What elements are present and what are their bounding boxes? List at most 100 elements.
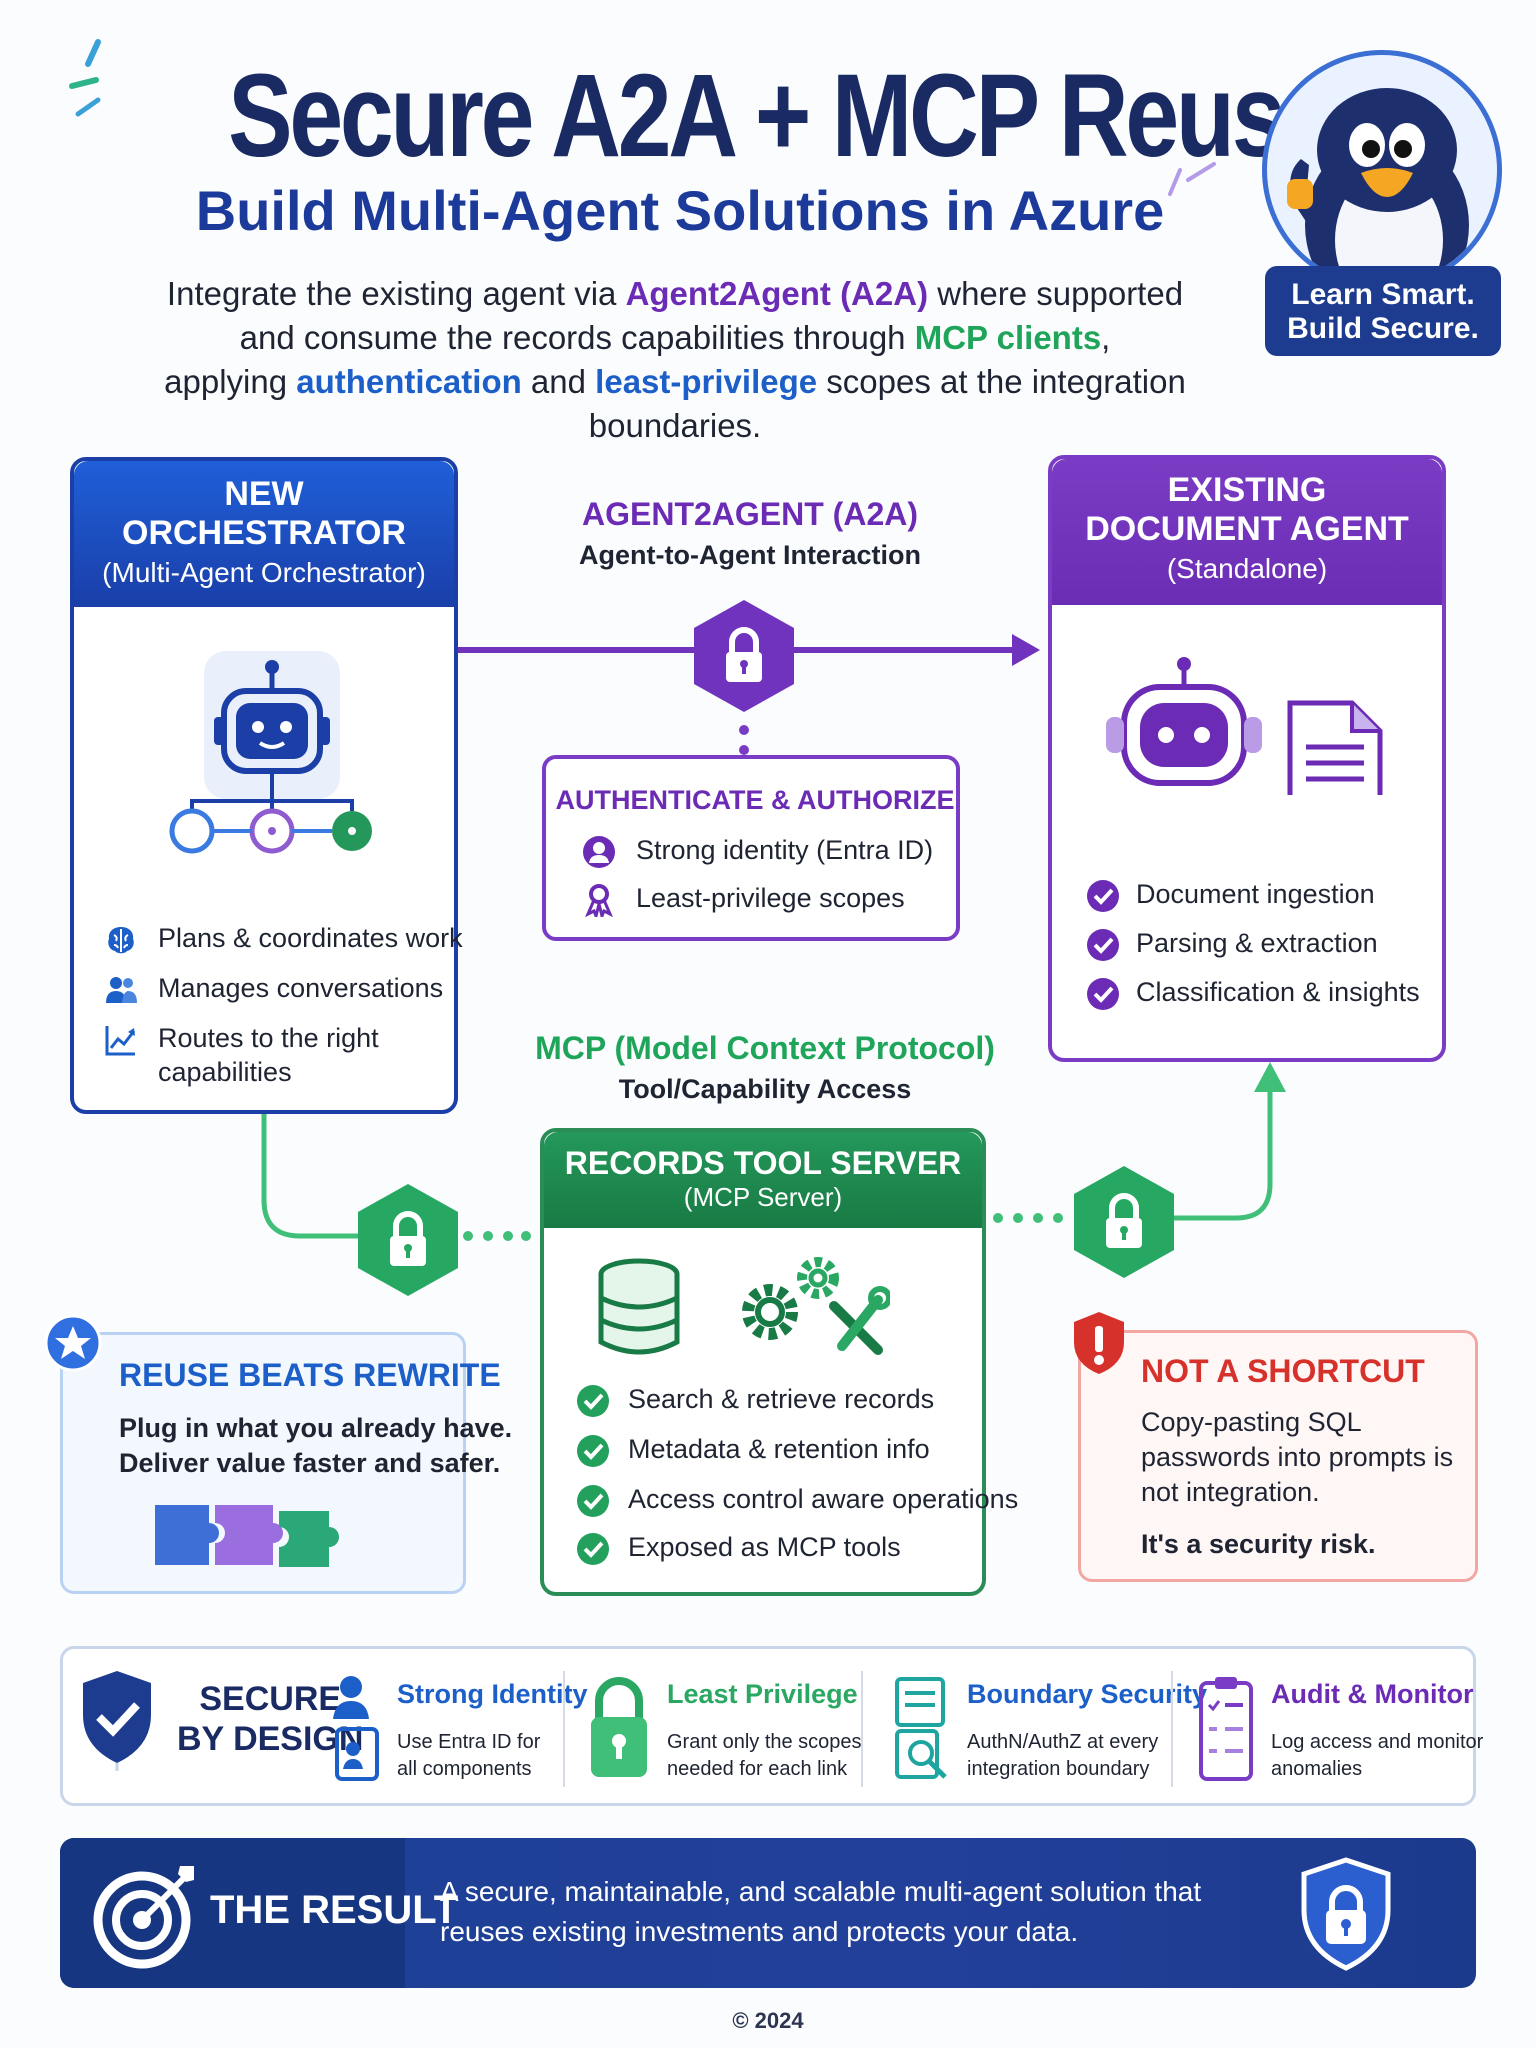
shield-lock-icon [1301,1857,1391,1971]
records-tool-server-card: RECORDS TOOL SERVER (MCP Server) Search … [540,1128,1018,1596]
result-title: THE RESULT [210,1888,459,1932]
shortcut-risk: It's a security risk. [1141,1529,1376,1559]
sbd-col-line: AuthN/AuthZ at every [967,1731,1159,1753]
learn-badge: Learn Smart. Build Secure. [1265,266,1501,356]
doc-agent-title-2: DOCUMENT AGENT [1085,510,1409,548]
records-item-label: Exposed as MCP tools [628,1532,901,1562]
shield-check-icon [83,1671,151,1771]
sbd-col-line: Use Entra ID for [397,1731,541,1753]
check-circle-icon [1087,880,1119,912]
doc-agent-title-1: EXISTING [1167,471,1327,509]
doc-agent-item-label: Parsing & extraction [1136,928,1378,958]
sbd-col-text: Grant only the scopes needed for each li… [667,1729,862,1783]
divider [563,1671,565,1787]
doc-agent-item-label: Document ingestion [1136,879,1375,909]
orchestrator-title-1: NEW [224,475,304,513]
result-band: THE RESULT A secure, maintainable, and s… [60,1838,1476,1988]
penguin-mascot [1262,50,1502,290]
check-circle-icon [577,1435,609,1467]
orchestrator-item-label: capabilities [158,1057,292,1087]
mcp-subtitle: Tool/Capability Access [618,1074,912,1104]
identity-icon [333,1676,379,1781]
orchestrator-item-label: Manages conversations [158,973,444,1003]
sbd-col-line: all components [397,1758,532,1780]
records-header: RECORDS TOOL SERVER (MCP Server) [544,1132,982,1228]
sbd-title-1: SECURE [199,1680,342,1718]
mcp-lock-right-icon [1074,1166,1174,1278]
reuse-title: REUSE BEATS REWRITE [119,1357,501,1393]
check-circle-icon [577,1485,609,1517]
puzzle-pieces-icon [155,1505,339,1567]
mcp-lock-left-icon [358,1184,458,1296]
user-icon [583,836,615,868]
sbd-col-text: Use Entra ID for all components [397,1729,540,1783]
warning-shield-icon [1074,1312,1124,1374]
orchestrator-title-2: ORCHESTRATOR [122,514,406,552]
reuse-line-2: Deliver value faster and safer. [119,1448,501,1478]
result-text: A secure, maintainable, and scalable mul… [440,1872,1201,1952]
records-item-label: Search & retrieve records [628,1384,935,1414]
penguin-icon [1287,88,1469,285]
sbd-col-line: anomalies [1271,1758,1363,1780]
divider [861,1671,863,1787]
a2a-title: AGENT2AGENT (A2A) [581,496,918,532]
records-title: RECORDS TOOL SERVER [564,1145,962,1181]
sparkle-right-icon [1168,162,1216,196]
database-icon [598,1258,680,1355]
check-circle-icon [1087,978,1119,1010]
sbd-title-2: BY DESIGN [177,1720,364,1758]
not-a-shortcut-card: NOT A SHORTCUT Copy-pasting SQL password… [1078,1330,1478,1582]
intro-text: Integrate the existing agent via Agent2A… [164,275,1186,444]
users-icon [106,977,137,1003]
document-agent-header: EXISTING DOCUMENT AGENT (Standalone) [1052,459,1442,605]
badge-line-2: Build Secure. [1287,312,1479,345]
robot-document-icon [1106,657,1383,795]
sbd-col-title: Least Privilege [667,1679,858,1709]
robot-orchestrator-icon [169,651,372,854]
star-badge-icon [44,1314,102,1372]
orchestrator-card: NEW ORCHESTRATOR (Multi-Agent Orchestrat… [70,457,463,1114]
doc-agent-subtitle: (Standalone) [1166,553,1328,584]
check-circle-icon [1087,929,1119,961]
sbd-col-line: Grant only the scopes [667,1731,862,1753]
auth-title: AUTHENTICATE & AUTHORIZE [555,785,955,815]
orchestrator-subtitle: (Multi-Agent Orchestrator) [102,557,426,588]
orchestrator-item-label: Routes to the right [158,1023,379,1053]
sbd-col-line: needed for each link [667,1758,848,1780]
document-agent-card: EXISTING DOCUMENT AGENT (Standalone) Doc… [1048,455,1446,1062]
shortcut-title: NOT A SHORTCUT [1141,1353,1425,1389]
document-search-icon [895,1677,947,1779]
auth-item-label: Least-privilege scopes [636,883,905,913]
copyright: © 2024 [732,2008,804,2033]
a2a-lock-icon [694,600,794,712]
sbd-col-title: Audit & Monitor [1271,1679,1474,1709]
check-circle-icon [577,1533,609,1565]
chart-icon [105,1026,136,1056]
sbd-col-title: Strong Identity [397,1679,588,1709]
reuse-text: Plug in what you already have. Deliver v… [119,1411,512,1481]
clipboard-icon [1199,1677,1253,1781]
mcp-title: MCP (Model Context Protocol) [535,1030,995,1066]
shortcut-text: Copy-pasting SQL passwords into prompts … [1141,1407,1454,1507]
page-subtitle: Build Multi-Agent Solutions in Azure [195,179,1165,242]
orchestrator-header: NEW ORCHESTRATOR (Multi-Agent Orchestrat… [74,461,454,607]
reuse-line-1: Plug in what you already have. [119,1413,513,1443]
a2a-subtitle: Agent-to-Agent Interaction [579,540,921,570]
sparkle-left-icon [69,39,101,117]
orchestrator-item-multiline: Routes to the right capabilities [158,1021,379,1089]
target-icon [93,1866,194,1969]
sbd-col-text: Log access and monitor anomalies [1271,1729,1483,1783]
sbd-col-line: Log access and monitor [1271,1731,1484,1753]
ribbon-icon [585,884,613,917]
sbd-col-title: Boundary Security [967,1679,1208,1709]
secure-by-design-title: SECURE BY DESIGN [177,1679,363,1759]
records-item-label: Access control aware operations [628,1484,1019,1514]
records-subtitle: (MCP Server) [683,1182,843,1212]
badge-line-1: Learn Smart. [1291,278,1475,311]
result-line-1: A secure, maintainable, and scalable mul… [440,1876,1202,1907]
padlock-icon [591,1677,647,1777]
sbd-col-line: integration boundary [967,1758,1150,1780]
gears-wrench-icon [742,1257,890,1355]
auth-card: AUTHENTICATE & AUTHORIZE Strong identity… [542,755,960,941]
reuse-card: REUSE BEATS REWRITE Plug in what you alr… [60,1332,512,1594]
